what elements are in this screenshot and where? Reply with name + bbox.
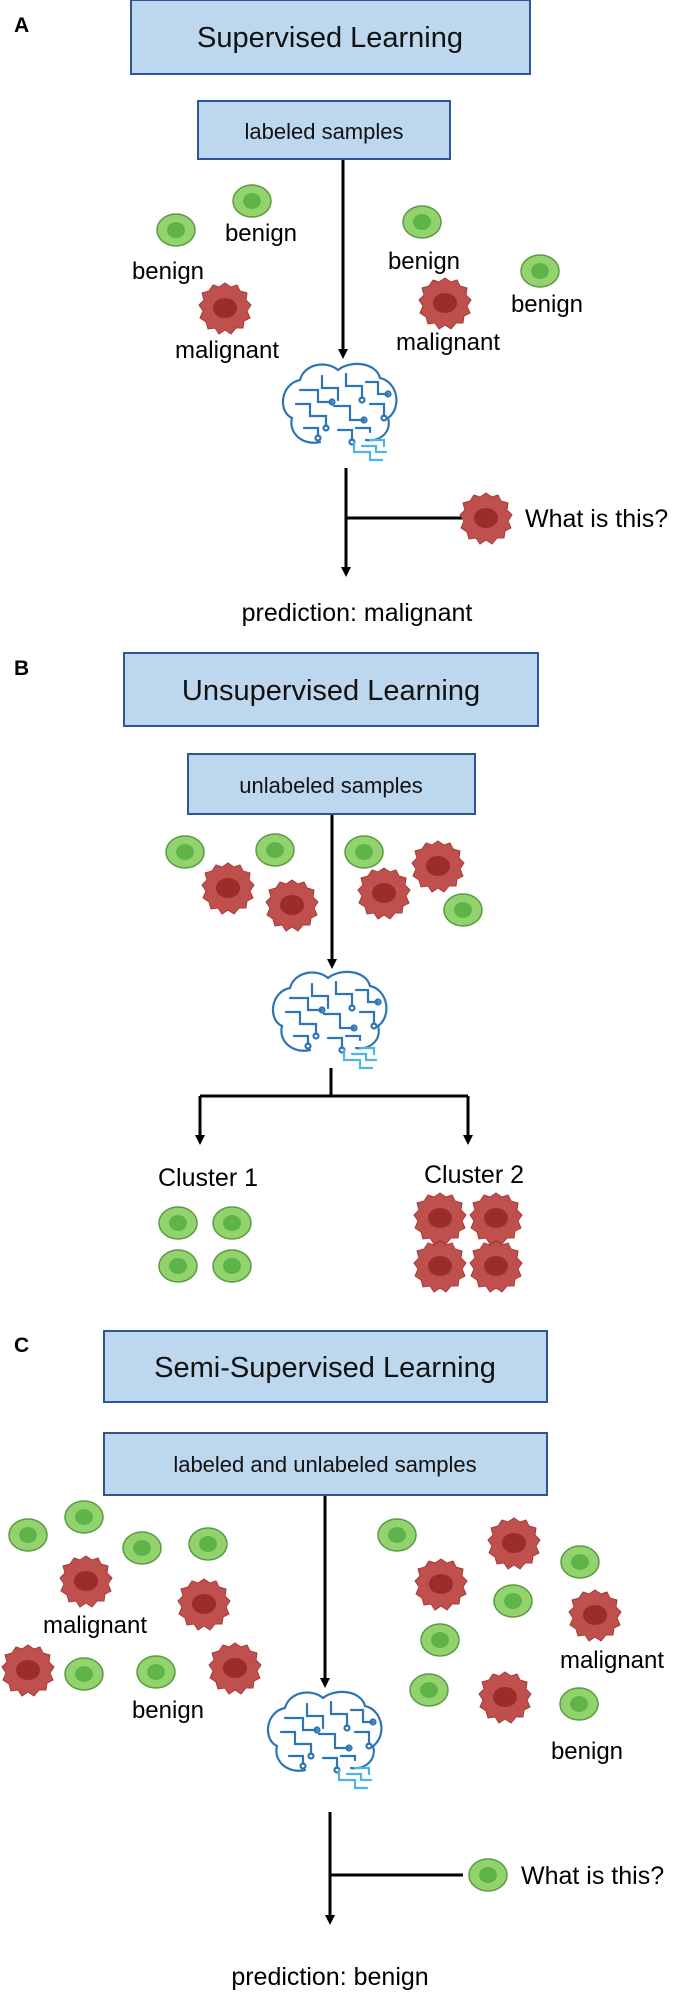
label-malignant: malignant [43, 1612, 147, 1639]
panel-c-query: What is this? [521, 1862, 664, 1890]
malignant-cell-icon [201, 862, 255, 915]
panel-b-samples-label: unlabeled samples [239, 773, 422, 798]
benign-cell-icon [64, 1500, 104, 1534]
panel-c-title-box [103, 1330, 548, 1403]
panel-c-samples-box [103, 1432, 548, 1496]
panel-b-title-box [123, 652, 539, 727]
label-malignant: malignant [396, 329, 500, 356]
malignant-cell-icon [1, 1644, 55, 1697]
panel-c-prediction: prediction: benign [231, 1963, 428, 1991]
panel-a-samples-box [197, 100, 451, 160]
benign-cell-icon [64, 1657, 104, 1691]
benign-cell-icon [212, 1206, 252, 1240]
malignant-cell-icon [208, 1642, 262, 1695]
panel-a-title-box [130, 0, 531, 75]
label-benign: benign [511, 291, 583, 318]
panel-b-title: Unsupervised Learning [182, 675, 480, 707]
panel-c-samples-label: labeled and unlabeled samples [173, 1452, 476, 1477]
malignant-cell-icon [265, 879, 319, 932]
malignant-cell-icon [198, 282, 252, 335]
benign-cell-icon [212, 1249, 252, 1283]
benign-cell-icon [232, 184, 272, 218]
malignant-cell-icon [177, 1578, 231, 1631]
label-benign: benign [388, 248, 460, 275]
brain-circuit-icon [281, 362, 398, 462]
benign-cell-icon [136, 1655, 176, 1689]
benign-cell-icon [344, 835, 384, 869]
benign-cell-icon [560, 1545, 600, 1579]
panel-a-prediction: prediction: malignant [242, 599, 473, 627]
malignant-cell-icon [411, 840, 465, 893]
malignant-cell-icon [568, 1589, 622, 1642]
benign-cell-icon [493, 1584, 533, 1618]
panel-b-samples-box [187, 753, 476, 815]
benign-cell-icon [255, 833, 295, 867]
benign-cell-icon [420, 1623, 460, 1657]
benign-cell-icon [409, 1673, 449, 1707]
brain-circuit-icon [266, 1690, 383, 1790]
benign-cell-icon [559, 1687, 599, 1721]
malignant-cell-icon [478, 1671, 532, 1724]
malignant-cell-icon [487, 1517, 541, 1570]
benign-cell-icon [377, 1518, 417, 1552]
malignant-cell-icon [469, 1240, 523, 1293]
label-benign: benign [132, 258, 204, 285]
benign-cell-icon [156, 213, 196, 247]
brain-circuit-icon [271, 970, 388, 1070]
panel-c-letter: C [14, 1334, 29, 1357]
label-benign: benign [225, 220, 297, 247]
panel-a-samples-label: labeled samples [245, 119, 404, 144]
panel-c-title: Semi-Supervised Learning [154, 1352, 496, 1384]
malignant-cell-icon [469, 1192, 523, 1245]
panel-b-letter: B [14, 657, 29, 680]
benign-cell-icon [158, 1249, 198, 1283]
panel-a-title: Supervised Learning [197, 22, 463, 54]
malignant-cell-icon [357, 867, 411, 920]
malignant-cell-icon [418, 277, 472, 330]
benign-cell-icon [443, 893, 483, 927]
malignant-cell-icon [414, 1558, 468, 1611]
benign-cell-icon [8, 1518, 48, 1552]
benign-cell-icon [188, 1527, 228, 1561]
panel-a-letter: A [14, 14, 29, 37]
label-malignant: malignant [560, 1647, 664, 1674]
malignant-cell-icon [59, 1555, 113, 1608]
benign-cell-icon [158, 1206, 198, 1240]
panel-a-query: What is this? [525, 505, 668, 533]
malignant-cell-icon [459, 492, 513, 545]
cluster-2-label: Cluster 2 [424, 1161, 524, 1189]
benign-cell-icon [122, 1531, 162, 1565]
malignant-cell-icon [413, 1192, 467, 1245]
label-malignant: malignant [175, 337, 279, 364]
cluster-1-label: Cluster 1 [158, 1164, 258, 1192]
label-benign: benign [551, 1738, 623, 1765]
malignant-cell-icon [413, 1240, 467, 1293]
label-benign: benign [132, 1697, 204, 1724]
benign-cell-icon [402, 205, 442, 239]
benign-cell-icon [468, 1858, 508, 1892]
benign-cell-icon [520, 254, 560, 288]
benign-cell-icon [165, 835, 205, 869]
